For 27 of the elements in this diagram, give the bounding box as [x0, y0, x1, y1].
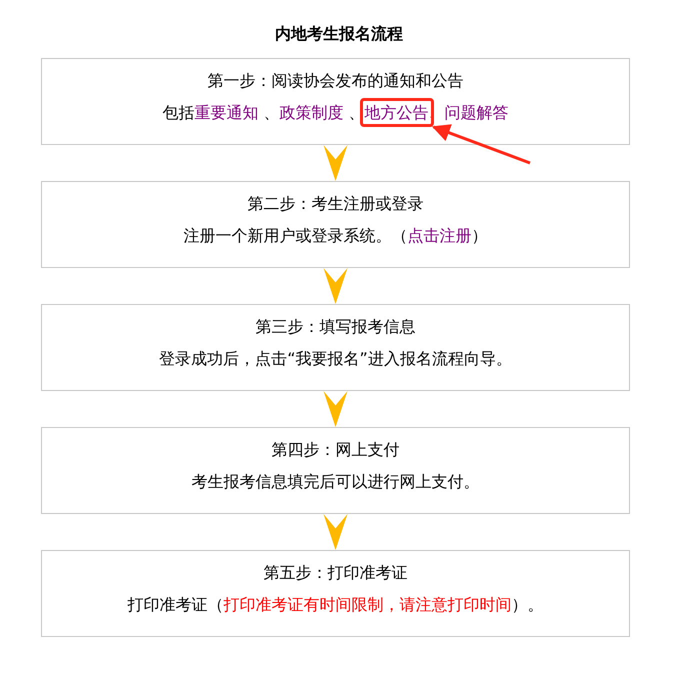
chevron-arrow [324, 268, 348, 304]
link: 地方公告 [364, 103, 429, 122]
step-heading: 第五步：打印准考证 [264, 563, 408, 582]
step-box [41, 550, 630, 637]
step-description: 考生报考信息填完后可以进行网上支付。 [192, 472, 480, 491]
step-description: 包括重要通知 、政策制度 、地方公告 问题解答 [162, 103, 509, 122]
chevron-arrow [324, 145, 348, 181]
chevron-arrow [324, 391, 348, 427]
highlight-box [360, 98, 434, 127]
diagram-title: 内地考生报名流程 [274, 24, 404, 45]
step-box [41, 304, 630, 391]
step-description: 登录成功后，点击“我要报名”进入报名流程向导。 [159, 349, 512, 368]
step-box [41, 427, 630, 514]
step-heading: 第一步：阅读协会发布的通知和公告 [208, 71, 464, 90]
step-description: 打印准考证（打印准考证有时间限制，请注意打印时间）。 [128, 595, 544, 614]
link: 政策制度 [280, 103, 344, 122]
step-heading: 第二步：考生注册或登录 [248, 194, 424, 213]
step-heading: 第三步：填写报考信息 [256, 317, 416, 336]
step-box [41, 58, 630, 145]
link: 问题解答 [444, 103, 509, 122]
chevron-arrow [324, 514, 348, 550]
step-description: 注册一个新用户或登录系统。（点击注册） [184, 226, 488, 245]
link: 点击注册 [408, 226, 472, 245]
link: 重要通知 [194, 103, 258, 122]
step-heading: 第四步：网上支付 [272, 440, 400, 459]
step-box [41, 181, 630, 268]
pointer-arrow [432, 124, 531, 164]
